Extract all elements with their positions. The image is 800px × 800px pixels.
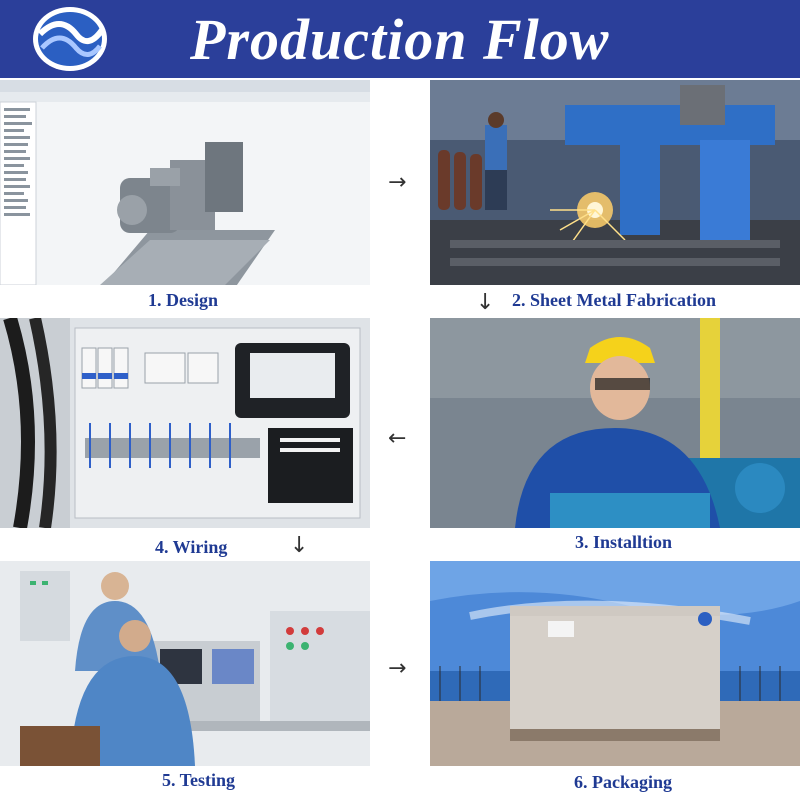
step-4-caption: 4. Wiring <box>155 537 228 557</box>
design-photo <box>0 80 370 285</box>
packaging-photo <box>430 561 800 766</box>
arrow-left-1: ← <box>388 426 407 451</box>
installation-photo <box>430 318 800 528</box>
step-6-caption: 6. Packaging <box>574 772 673 792</box>
step-2-caption: 2. Sheet Metal Fabrication <box>512 290 716 310</box>
arrow-right-1: → <box>388 170 407 195</box>
company-logo-icon <box>30 4 110 74</box>
fabrication-photo <box>430 80 800 285</box>
wiring-photo <box>0 318 370 528</box>
step-3-caption: 3. Installtion <box>575 532 673 552</box>
page-title: Production Flow <box>190 7 610 72</box>
arrow-down-1: ↓ <box>476 290 495 315</box>
arrow-right-2: → <box>388 656 407 681</box>
step-1-caption: 1. Design <box>148 290 219 310</box>
testing-photo <box>0 561 370 766</box>
step-5-caption: 5. Testing <box>162 770 236 790</box>
arrow-down-2: ↓ <box>290 533 309 558</box>
header-banner: Production Flow <box>0 0 800 78</box>
